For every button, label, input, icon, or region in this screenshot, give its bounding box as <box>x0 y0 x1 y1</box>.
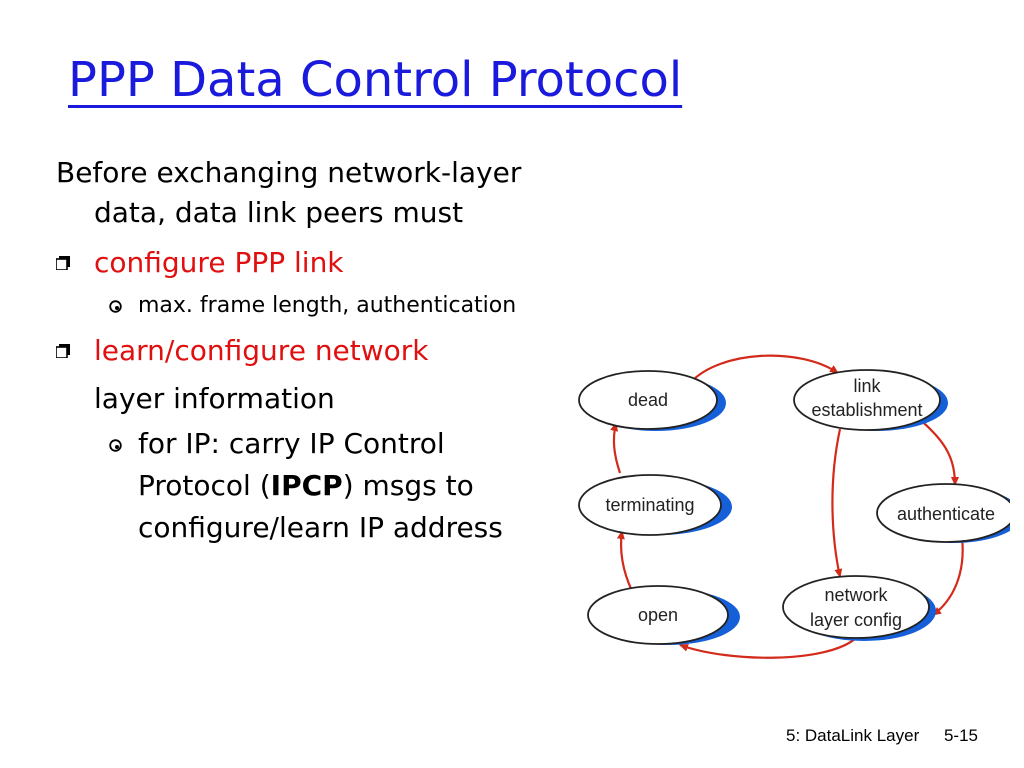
arrow-authenticate-to-network <box>932 536 964 616</box>
ipcp-line-1: for IP: carry IP Control <box>138 427 445 460</box>
circle-bullet-icon <box>109 439 122 452</box>
ipcp-line-2a: Protocol ( <box>138 469 271 502</box>
state-link-establishment: link establishment <box>793 369 948 431</box>
intro-line-1: Before exchanging network-layer <box>56 156 522 189</box>
ipcp-line-2b: ) msgs to <box>342 469 474 502</box>
sub-bullet-ipcp: for IP: carry IP Control Protocol (IPCP)… <box>56 423 596 549</box>
square-bullet-icon <box>56 256 70 270</box>
ipcp-line-3: configure/learn IP address <box>138 511 503 544</box>
ppp-state-diagram: dead link establishment terminating auth… <box>578 354 1010 659</box>
state-authenticate-label: authenticate <box>897 504 995 524</box>
arrow-dead-to-link <box>689 354 839 384</box>
bullet-configure-link: configure PPP link <box>56 243 596 283</box>
arrow-network-to-open <box>679 637 857 659</box>
circle-bullet-icon <box>109 300 122 313</box>
sub-bullet-frame-length-text: max. frame length, authentication <box>138 293 517 318</box>
state-dead: dead <box>578 370 726 431</box>
state-dead-label: dead <box>628 390 668 410</box>
bullet-learn-network-continuation: layer information <box>94 382 335 415</box>
state-network-label-2: layer config <box>810 610 902 630</box>
bullet-learn-network: learn/configure network <box>56 331 596 371</box>
state-terminating-label: terminating <box>605 495 694 515</box>
ipcp-acronym: IPCP <box>270 469 343 502</box>
sub-bullet-frame-length: max. frame length, authentication <box>56 289 596 323</box>
slide-body: Before exchanging network-layer data, da… <box>56 153 596 549</box>
arrow-open-to-terminating <box>616 530 633 592</box>
bullet-configure-link-text: configure PPP link <box>94 246 344 279</box>
state-link-label-2: establishment <box>811 400 922 420</box>
slide-footer: 5: DataLink Layer 5-15 <box>766 726 978 746</box>
state-terminating: terminating <box>578 474 732 536</box>
state-network-label-1: network <box>824 585 888 605</box>
footer-page-number: 5-15 <box>943 726 978 745</box>
arrow-link-to-network <box>831 428 843 578</box>
square-bullet-icon <box>56 344 70 358</box>
state-open: open <box>587 585 740 645</box>
state-authenticate: authenticate <box>876 483 1010 543</box>
state-network-layer-config: network layer config <box>782 575 936 641</box>
state-link-label-1: link <box>853 376 881 396</box>
slide-title: PPP Data Control Protocol <box>68 52 683 108</box>
bullet-learn-network-text: learn/configure network <box>94 334 429 367</box>
arrow-terminating-to-dead <box>610 422 622 474</box>
state-open-label: open <box>638 605 678 625</box>
intro-text: Before exchanging network-layer data, da… <box>56 153 596 233</box>
intro-line-2: data, data link peers must <box>94 196 464 229</box>
footer-chapter: 5: DataLink Layer <box>785 726 920 745</box>
